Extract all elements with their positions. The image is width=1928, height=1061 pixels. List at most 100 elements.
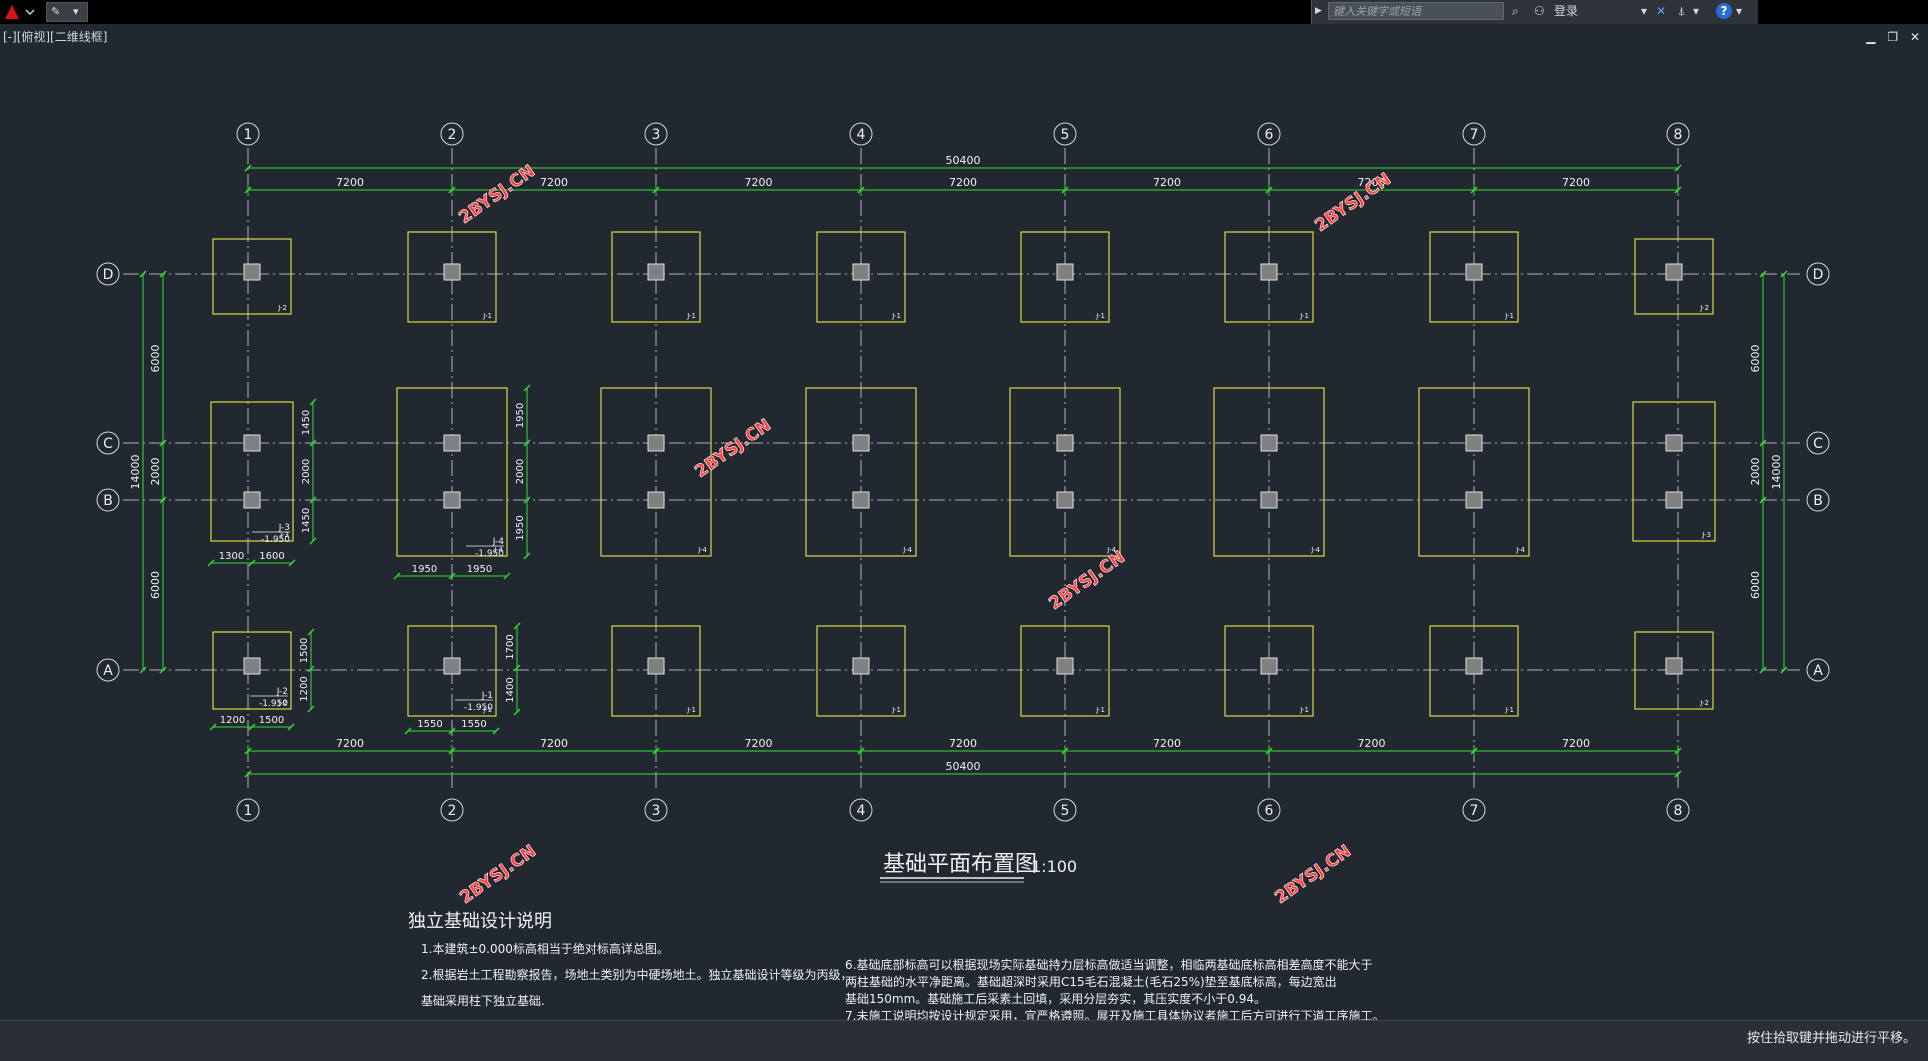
footing-tag: J-2 <box>277 304 287 312</box>
dim-tick <box>1674 770 1682 778</box>
footing-tag: J-1 <box>686 312 696 320</box>
footing <box>1009 387 1121 557</box>
login-dropdown-icon[interactable]: ▾ <box>1641 4 1648 18</box>
dim-text: 1200 <box>220 715 245 726</box>
axis-label: 6 <box>1265 127 1274 143</box>
dim-text: 7200 <box>1562 737 1590 750</box>
dim-text: 1950 <box>467 564 492 575</box>
dim-text: 1500 <box>259 715 284 726</box>
footing <box>1020 625 1110 717</box>
footing <box>212 631 292 710</box>
a360-icon[interactable]: ⍋ <box>1678 4 1686 18</box>
footing-tag: J-1 <box>891 312 901 320</box>
column <box>1465 657 1483 675</box>
dim-text: 1400 <box>505 677 516 702</box>
axis-bubble <box>96 488 120 512</box>
a360-dropdown-icon[interactable]: ▾ <box>1693 4 1700 18</box>
footing-tag: J-1 <box>1095 312 1105 320</box>
axis-label: B <box>1813 493 1823 509</box>
footing <box>1634 238 1714 315</box>
column <box>243 491 261 509</box>
column <box>852 434 870 452</box>
axis-bubble <box>644 798 668 822</box>
footing-callout-tag: J-1 <box>481 691 493 701</box>
user-icon[interactable]: ⚇ <box>1534 4 1545 18</box>
axis-bubble <box>849 798 873 822</box>
footing-tag: J-3 <box>1701 531 1711 539</box>
infocenter-bar: ▶ 键入关键字或短语 ⌕ ⚇ 登录 ▾ ✕ ⍋ ▾ ? ▾ <box>1311 0 1758 24</box>
expand-icon[interactable]: ▶ <box>1315 6 1322 16</box>
dim-tick <box>244 770 252 778</box>
axis-label: 2 <box>448 803 457 819</box>
dim-tick <box>404 727 412 735</box>
column <box>1056 657 1074 675</box>
footing-tag: J-1 <box>1504 706 1514 714</box>
footing-tag: J-3 <box>279 531 289 539</box>
axis-bubble <box>236 122 260 146</box>
help-dropdown-icon[interactable]: ▾ <box>1736 4 1743 18</box>
watermark: 2BYSJ.CN <box>691 415 774 482</box>
note-line: 两柱基础的水平净距离。基础超深时采用C15毛石混凝土(毛石25%)垫至基底标高，… <box>845 974 1337 989</box>
footing <box>407 625 497 717</box>
axis-label: 1 <box>244 803 253 819</box>
footing <box>1213 387 1325 557</box>
dim-text: 7200 <box>745 737 773 750</box>
dim-tick <box>523 439 531 447</box>
footing <box>600 387 712 557</box>
column <box>852 657 870 675</box>
axis-label: 7 <box>1470 803 1479 819</box>
axis-bubble <box>1666 122 1690 146</box>
column <box>1665 263 1683 281</box>
dropdown-icon[interactable]: ▾ <box>73 5 79 18</box>
axis-label: C <box>103 436 113 452</box>
footing-tag: J-1 <box>482 706 492 714</box>
quick-access-toolbar[interactable]: ✎ ▾ <box>46 2 88 22</box>
binoculars-icon[interactable]: ⌕ <box>1512 4 1519 18</box>
column <box>443 263 461 281</box>
dim-tick <box>248 723 256 731</box>
dim-tick <box>209 723 217 731</box>
axis-label: 6 <box>1265 803 1274 819</box>
dim-text: 1450 <box>301 508 312 533</box>
footing <box>1020 231 1110 323</box>
dim-text: 1950 <box>515 403 526 428</box>
exchange-icon[interactable]: ✕ <box>1656 4 1667 18</box>
close-icon[interactable]: ✕ <box>1909 30 1920 44</box>
help-icon[interactable]: ? <box>1716 3 1732 19</box>
search-input[interactable]: 键入关键字或短语 <box>1328 2 1504 20</box>
viewport-label[interactable]: [-][俯视][二维线框] <box>3 30 108 44</box>
note-line: 2.根据岩土工程勘察报告，场地土类别为中硬场地土。独立基础设计等级为丙级， <box>421 967 852 982</box>
dim-tick <box>503 572 511 580</box>
axis-bubble <box>96 262 120 286</box>
axis-bubble <box>1053 798 1077 822</box>
dim-tick <box>159 666 167 674</box>
column <box>647 263 665 281</box>
footing <box>212 238 292 315</box>
footing-callout-level: -1.950 <box>475 549 504 559</box>
axis-label: A <box>103 663 113 679</box>
dim-text: 7200 <box>745 176 773 189</box>
login-button[interactable]: 登录 <box>1554 4 1579 18</box>
app-logo-icon[interactable] <box>2 2 42 22</box>
minimize-icon[interactable]: ▁ <box>1866 30 1876 44</box>
axis-label: A <box>1813 663 1823 679</box>
footing-tag: J-2 <box>1699 699 1709 707</box>
dim-tick <box>288 559 296 567</box>
axis-label: 4 <box>857 803 866 819</box>
dim-text: 2000 <box>515 459 526 484</box>
open-icon[interactable]: ✎ <box>51 5 61 18</box>
axis-bubble <box>96 658 120 682</box>
column <box>443 434 461 452</box>
dim-tick <box>244 164 252 172</box>
restore-icon[interactable]: ❐ <box>1887 30 1899 44</box>
column <box>1665 657 1683 675</box>
dim-text: 6000 <box>149 345 162 373</box>
dim-tick <box>307 665 315 673</box>
axis-label: 5 <box>1061 127 1070 143</box>
dim-tick <box>159 439 167 447</box>
title-bar: ✎ ▾ ▶ 键入关键字或短语 ⌕ ⚇ 登录 ▾ ✕ ⍋ ▾ ? ▾ <box>0 0 1928 24</box>
dim-text: 1500 <box>299 638 310 663</box>
footing-tag: J-4 <box>493 546 503 554</box>
notes-title: 独立基础设计说明 <box>408 911 552 932</box>
